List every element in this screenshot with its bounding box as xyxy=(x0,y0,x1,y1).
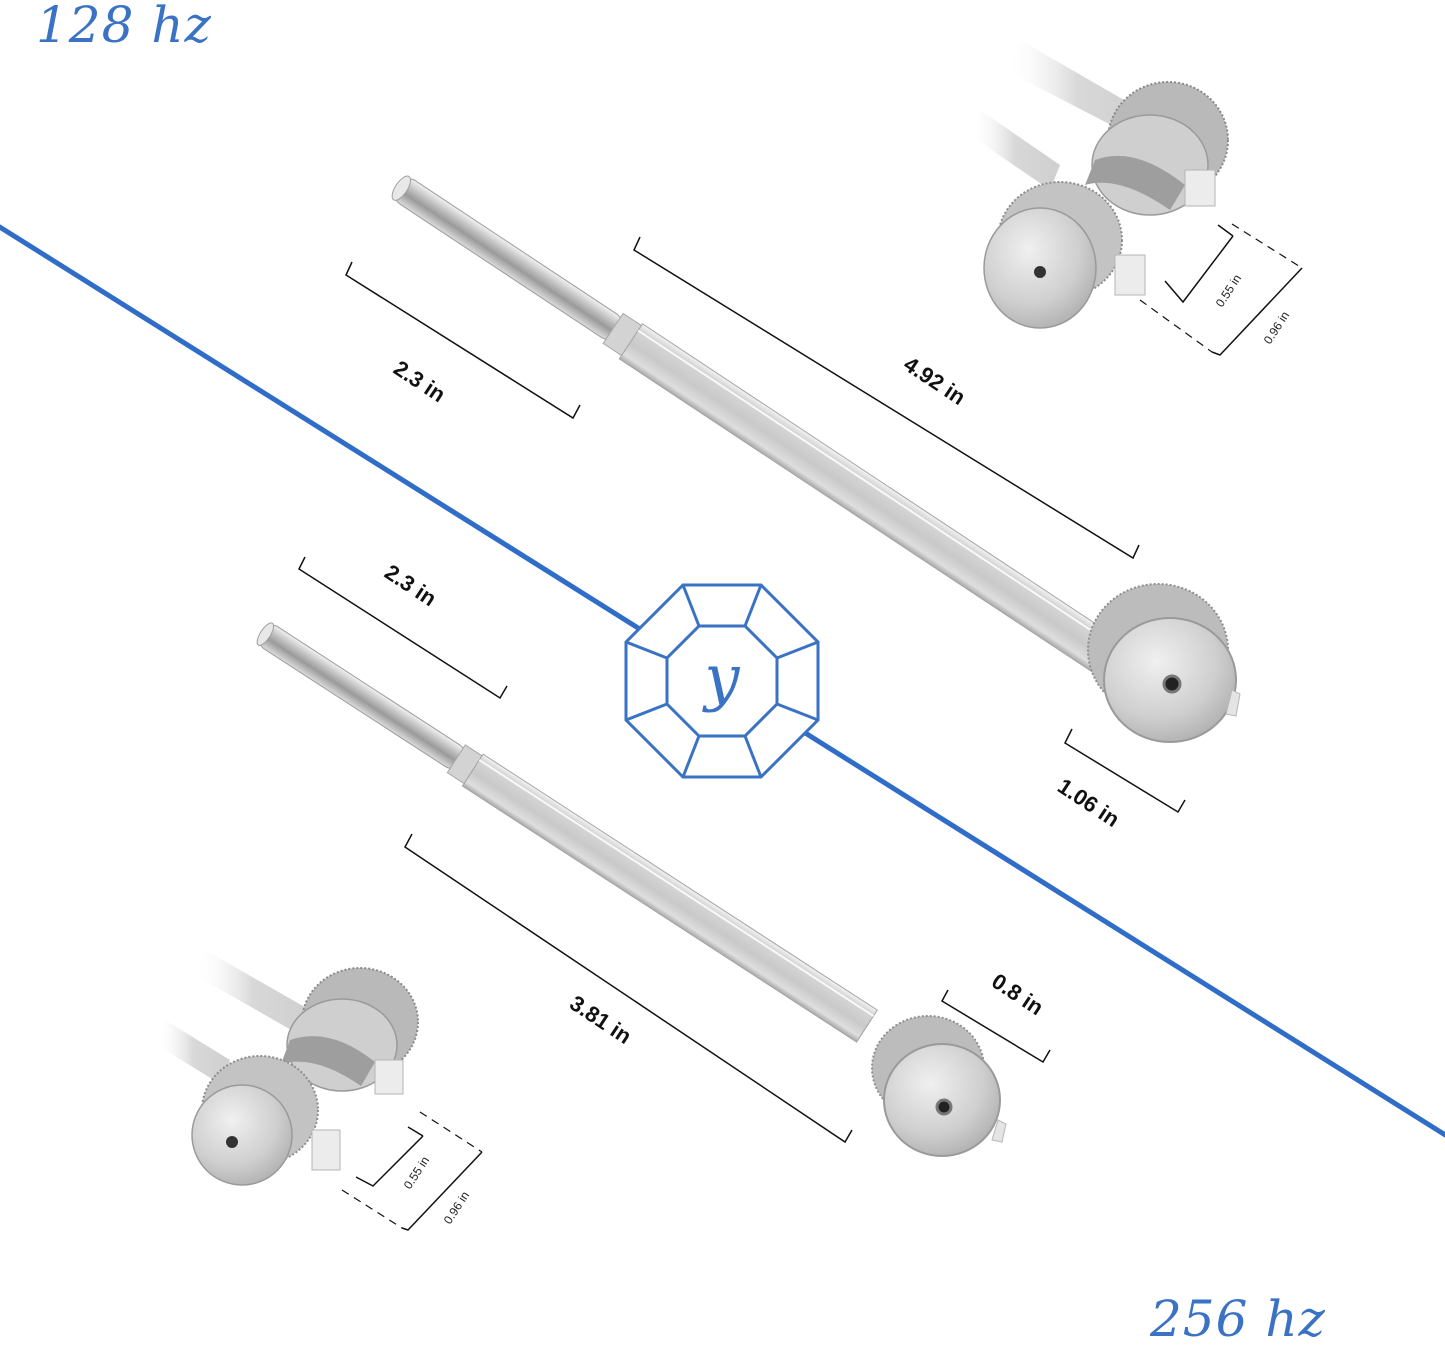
brand-logo: y xyxy=(624,583,820,779)
dimension-label-detail-outer-128hz: 0.96 in xyxy=(1261,309,1292,347)
dimension-label-detail-inner-256hz: 0.55 in xyxy=(401,1154,432,1192)
dimension-label-prong-128hz: 4.92 in xyxy=(899,351,970,410)
dimension-label-weight-128hz: 1.06 in xyxy=(1053,773,1124,832)
dimension-bracket-outer xyxy=(401,1151,483,1231)
dimension-label-prong-256hz: 3.81 in xyxy=(565,990,636,1049)
dimension-bracket-inner xyxy=(355,1135,424,1187)
weight-detail-inset-128hz: 0.55 in 0.96 in xyxy=(970,40,1303,356)
frequency-label-128hz: 128 hz xyxy=(36,0,212,54)
dimension-weight-128hz: 1.06 in xyxy=(1053,728,1186,832)
tuning-fork-128hz xyxy=(391,175,1241,743)
dimension-bracket-outer xyxy=(1211,267,1303,356)
dimension-label-weight-256hz: 0.8 in xyxy=(987,968,1048,1020)
fork-weight-128hz xyxy=(1087,583,1241,743)
dimension-label-detail-outer-256hz: 0.96 in xyxy=(441,1189,472,1227)
tuning-fork-256hz xyxy=(256,622,1007,1157)
dimension-label-stem-256hz: 2.3 in xyxy=(380,559,441,611)
dimension-label-detail-inner-128hz: 0.55 in xyxy=(1213,272,1244,310)
frequency-label-256hz: 256 hz xyxy=(1150,1290,1326,1348)
dimension-label-stem-128hz: 2.3 in xyxy=(389,355,450,407)
dimension-bracket-inner xyxy=(1164,235,1234,304)
logo-letter: y xyxy=(701,641,740,714)
fork-weight-256hz xyxy=(871,1015,1007,1157)
weight-detail-inset-256hz: 0.55 in 0.96 in xyxy=(157,950,483,1231)
